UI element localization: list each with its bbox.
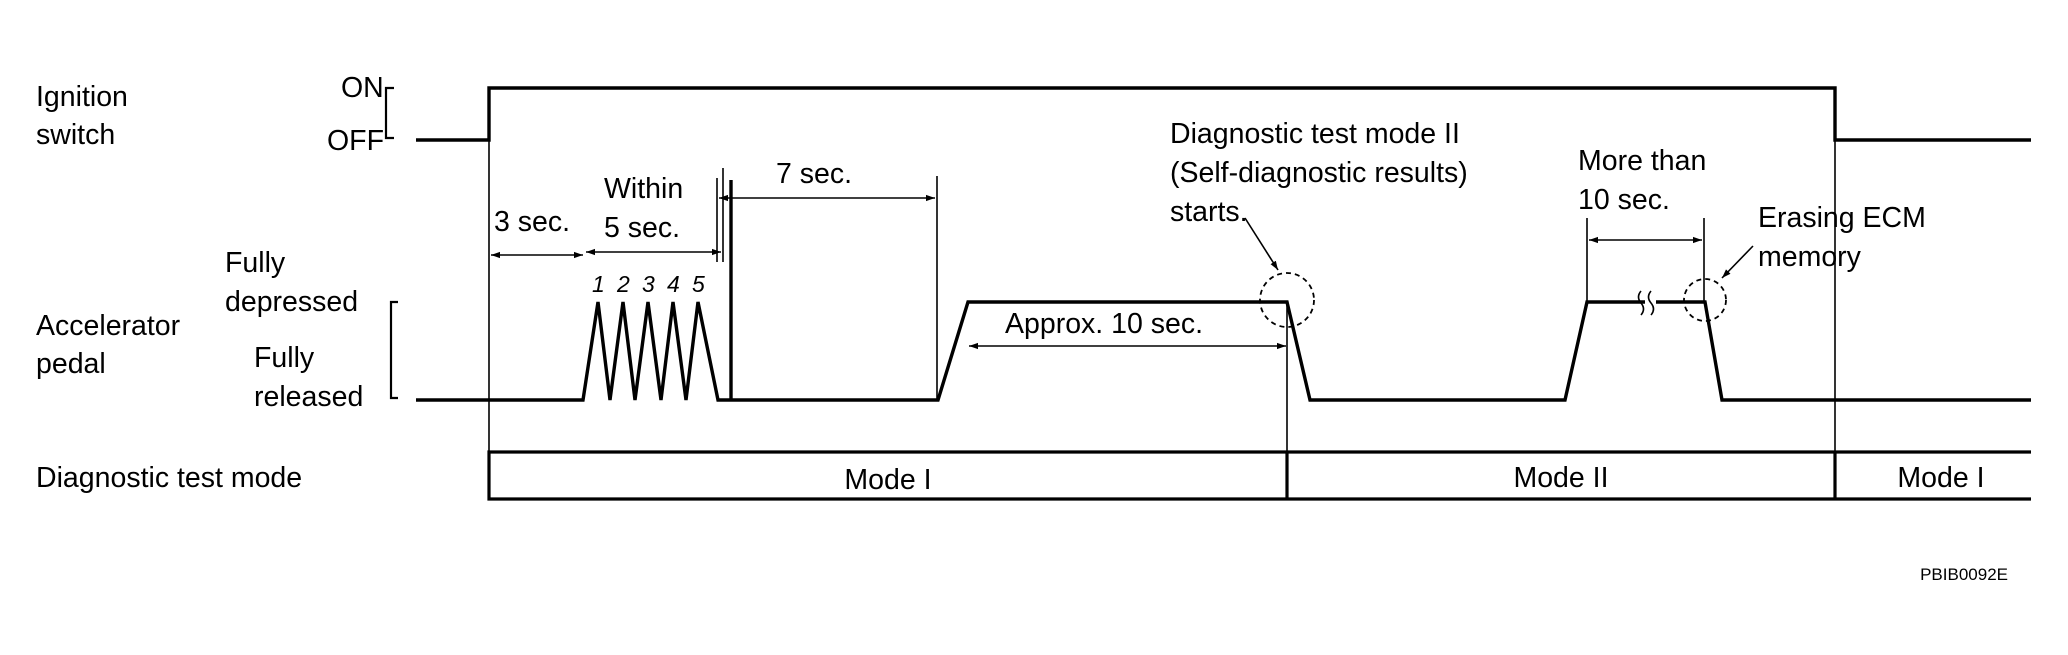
three-sec-label: 3 sec. xyxy=(494,206,570,238)
pedal-label-line2: pedal xyxy=(36,348,106,380)
more-than-line1: More than xyxy=(1578,145,1706,177)
seven-sec-label: 7 sec. xyxy=(776,158,852,190)
mode2-start-pointer xyxy=(1244,217,1279,271)
mode-bar xyxy=(487,450,2031,501)
fully-depressed-line1: Fully xyxy=(225,247,286,279)
within-label-line2: 5 sec. xyxy=(604,212,680,244)
within-label-line1: Within xyxy=(604,173,683,205)
press-number-2: 2 xyxy=(616,271,630,297)
press-number-3: 3 xyxy=(642,271,655,297)
time-break-mark xyxy=(1637,290,1655,316)
approx-ten-sec-label: Approx. 10 sec. xyxy=(1005,308,1203,340)
press-number-5: 5 xyxy=(692,271,705,297)
mode2-start-circle xyxy=(1259,272,1315,328)
pedal-label-line1: Accelerator xyxy=(36,310,181,342)
pedal-waveform xyxy=(416,180,2031,402)
mode2-start-line3: starts. xyxy=(1170,196,1248,228)
press-number-4: 4 xyxy=(667,271,680,297)
ignition-off-label: OFF xyxy=(327,125,384,157)
erasing-ecm-line2: memory xyxy=(1758,241,1862,273)
erasing-pointer xyxy=(1721,245,1754,279)
pedal-level-bracket xyxy=(389,300,398,400)
mode-segment-3: Mode I xyxy=(1897,462,1984,494)
more-than-line2: 10 sec. xyxy=(1578,184,1670,216)
fully-depressed-line2: depressed xyxy=(225,286,358,318)
ignition-label-line2: switch xyxy=(36,119,115,151)
fully-released-line2: released xyxy=(254,381,363,413)
mode-segment-1: Mode I xyxy=(844,464,931,496)
mode2-start-line2: (Self-diagnostic results) xyxy=(1170,157,1468,189)
press-number-1: 1 xyxy=(592,271,605,297)
ignition-label-line1: Ignition xyxy=(36,81,128,113)
erasing-ecm-line1: Erasing ECM xyxy=(1758,202,1926,234)
ignition-on-label: ON xyxy=(341,72,384,104)
erasing-circle xyxy=(1683,278,1727,322)
figure-code: PBIB0092E xyxy=(1920,565,2008,584)
ignition-waveform xyxy=(416,86,2031,142)
mode2-start-line1: Diagnostic test mode II xyxy=(1170,118,1460,150)
ignition-level-bracket xyxy=(384,86,394,140)
fully-released-line1: Fully xyxy=(254,342,315,374)
mode-label: Diagnostic test mode xyxy=(36,462,302,494)
mode-segment-2: Mode II xyxy=(1513,462,1608,494)
